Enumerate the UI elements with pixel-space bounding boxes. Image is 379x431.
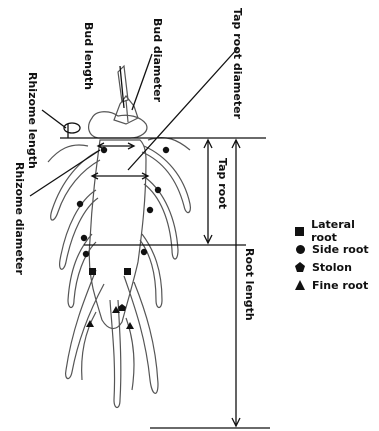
bud-length-label: Bud length bbox=[83, 22, 94, 90]
legend-label: Lateral root bbox=[311, 218, 379, 244]
side-root-marker bbox=[81, 235, 87, 241]
rhizome-diameter-leader bbox=[30, 150, 100, 196]
tap-root-diameter-label: Tap root diameter bbox=[232, 8, 243, 119]
legend-label: Side root bbox=[312, 243, 369, 256]
side-root-marker bbox=[83, 251, 89, 257]
bud-ellipse bbox=[64, 123, 80, 133]
rhizome bbox=[89, 112, 147, 138]
rhizome-length-label: Rhizome length bbox=[27, 72, 38, 169]
legend-label: Stolon bbox=[312, 261, 352, 274]
legend: Lateral root Side root Stolon Fine root bbox=[294, 222, 379, 294]
side-root-marker bbox=[155, 187, 161, 193]
side-root-marker bbox=[163, 147, 169, 153]
legend-item-lateral-root: Lateral root bbox=[294, 222, 379, 240]
lateral-root-right bbox=[124, 276, 158, 393]
legend-item-stolon: Stolon bbox=[294, 258, 379, 276]
side-root-marker bbox=[101, 147, 107, 153]
tap-root-label: Tap root bbox=[217, 158, 228, 209]
side-root-marker bbox=[77, 201, 83, 207]
legend-item-fine-root: Fine root bbox=[294, 276, 379, 294]
bud-diameter-label: Bud diameter bbox=[152, 18, 163, 102]
square-marker-icon bbox=[294, 225, 305, 237]
triangle-marker-icon bbox=[294, 279, 306, 291]
circle-marker-icon bbox=[294, 243, 306, 255]
rhizome-diameter-label: Rhizome diameter bbox=[14, 162, 25, 275]
side-root-marker bbox=[141, 249, 147, 255]
rhizome-length-leader bbox=[42, 110, 66, 128]
root-length-label: Root length bbox=[244, 248, 255, 321]
pentagon-marker-icon bbox=[294, 261, 306, 273]
stolon-marker bbox=[118, 304, 126, 311]
lateral-root-left bbox=[66, 270, 104, 379]
legend-label: Fine root bbox=[312, 279, 368, 292]
lateral-root-marker bbox=[89, 268, 96, 275]
measurement-lines bbox=[0, 0, 270, 428]
root-sketch bbox=[48, 66, 190, 408]
legend-item-side-root: Side root bbox=[294, 240, 379, 258]
lateral-root-marker bbox=[124, 268, 131, 275]
tap-root-diameter-leader bbox=[128, 48, 238, 170]
side-root-marker bbox=[147, 207, 153, 213]
bud-diameter-leader bbox=[132, 54, 152, 110]
